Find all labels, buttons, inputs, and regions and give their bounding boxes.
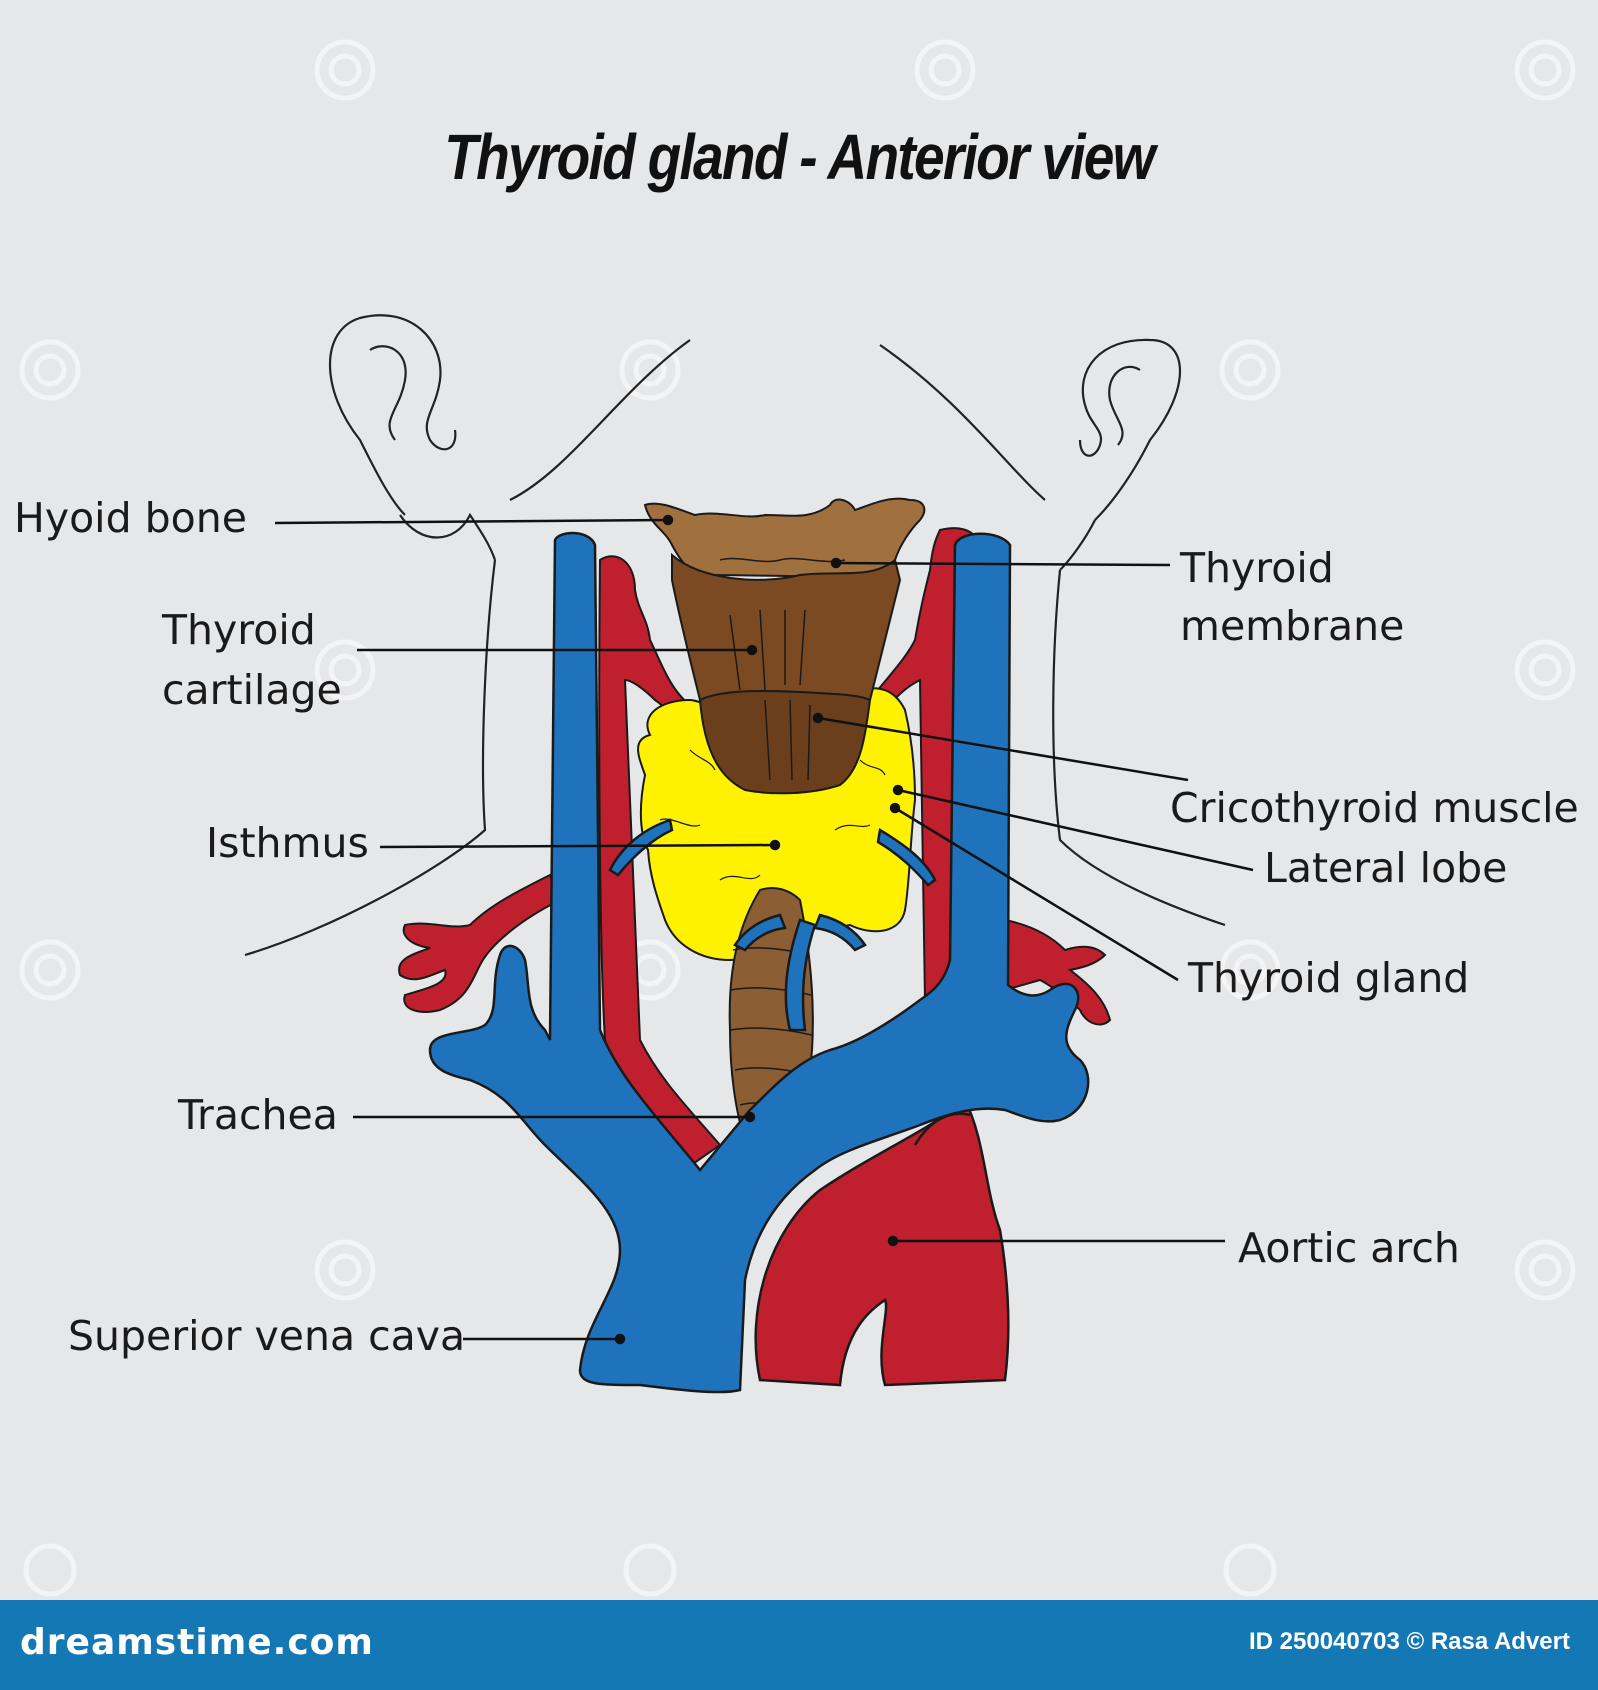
watermark-icons	[19, 39, 1576, 1597]
label-hyoid-bone: Hyoid bone	[14, 494, 247, 542]
anatomy-illustration	[19, 39, 1576, 1597]
head-neck-outline	[244, 314, 1226, 957]
label-thyroid-membrane-line1: Thyroid	[1180, 544, 1334, 592]
leader-lines	[274, 514, 1254, 1345]
label-thyroid-gland: Thyroid gland	[1188, 954, 1470, 1002]
label-thyroid-cartilage-line1: Thyroid	[162, 606, 316, 654]
label-cricothyroid-muscle: Cricothyroid muscle	[1170, 784, 1579, 832]
footer-credit: ID 250040703 © Rasa Advert	[1249, 1628, 1570, 1655]
vein-network	[428, 531, 1090, 1394]
diagram-stage: Thyroid gland - Anterior view Hyoid bone…	[14, 39, 1579, 1597]
label-trachea: Trachea	[178, 1091, 338, 1139]
footer-bar: dreamstime.com ID 250040703 © Rasa Adver…	[0, 1600, 1598, 1690]
label-thyroid-cartilage-line2: cartilage	[162, 666, 342, 714]
label-lateral-lobe: Lateral lobe	[1264, 844, 1508, 892]
label-thyroid-membrane-line2: membrane	[1180, 602, 1405, 650]
label-superior-vena-cava: Superior vena cava	[68, 1312, 466, 1360]
larynx-shape	[643, 497, 926, 795]
label-isthmus: Isthmus	[206, 819, 369, 867]
left-subclavian-artery	[398, 873, 562, 1013]
footer-brand[interactable]: dreamstime.com	[20, 1622, 374, 1663]
right-subclavian-artery	[1004, 918, 1112, 1026]
diagram-title: Thyroid gland - Anterior view	[444, 121, 1155, 193]
aortic-arch-shape	[754, 1098, 1010, 1387]
label-aortic-arch: Aortic arch	[1238, 1224, 1460, 1272]
